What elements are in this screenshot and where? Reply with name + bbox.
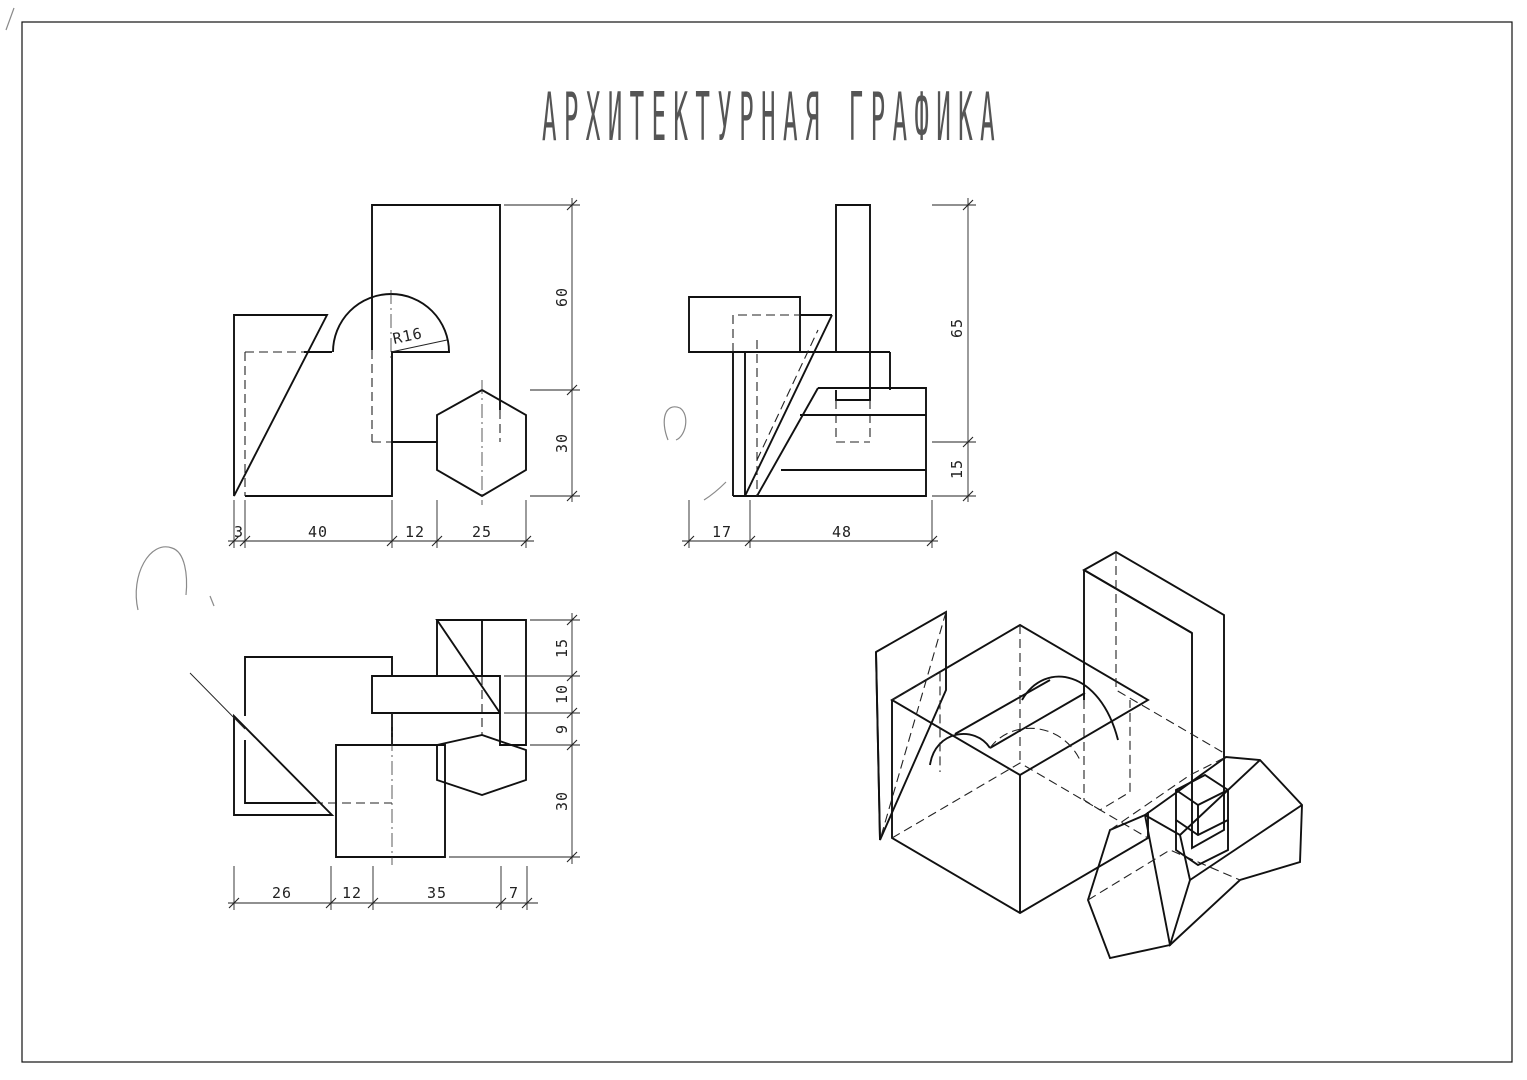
- top-main-box-hidden: [244, 760, 392, 804]
- top-hexagon: [436, 734, 527, 797]
- iso-triangle-edge: [875, 651, 881, 841]
- iso-arch-hidden: [989, 727, 1081, 761]
- front-dim-60: 60: [553, 287, 571, 307]
- iso-hex-front: [1086, 813, 1191, 960]
- front-dim-12: 12: [405, 523, 425, 541]
- iso-tall-front: [1082, 550, 1225, 850]
- top-dim-12: 12: [342, 884, 362, 902]
- side-plate-slope: [744, 314, 833, 497]
- side-diagonal: [756, 387, 819, 497]
- pencil-mark-left: [135, 546, 188, 611]
- iso-cube-hidden: [891, 762, 1149, 839]
- front-dim-40: 40: [308, 523, 328, 541]
- iso-triangle-hidden-2: [891, 671, 941, 772]
- top-triangle-plate: [233, 713, 335, 816]
- iso-slab-edge-2: [1175, 789, 1199, 806]
- top-square-block: [335, 744, 446, 858]
- front-hexagon: [436, 388, 527, 498]
- side-top-block: [688, 296, 801, 353]
- iso-tall-hidden-2: [1083, 700, 1131, 811]
- sheet-frame: [21, 21, 1513, 1063]
- iso-arch-back: [1021, 675, 1119, 741]
- top-dim-7: 7: [509, 884, 519, 902]
- sheet-title: АРХИТЕКТУРНАЯ ГРАФИКА: [542, 78, 1002, 156]
- top-dim-26: 26: [272, 884, 292, 902]
- side-plate-hidden: [732, 314, 800, 352]
- iso-slab: [1175, 773, 1229, 837]
- iso-cube-top: [890, 623, 1150, 777]
- side-ticks-h: [683, 535, 938, 547]
- side-plate-hidden-slope: [756, 329, 819, 461]
- iso-hex-hidden-2: [1087, 849, 1241, 901]
- top-dim-15: 15: [553, 638, 571, 658]
- front-dim-25: 25: [472, 523, 492, 541]
- front-radius-leader: [390, 339, 448, 353]
- side-ticks-v: [962, 199, 974, 502]
- top-ticks-h: [228, 897, 533, 909]
- pencil-marks: [5, 7, 727, 611]
- iso-hex-top: [1143, 756, 1303, 947]
- front-radius-label: R16: [391, 324, 424, 348]
- front-dim-3: 3: [234, 523, 244, 541]
- iso-hex-hidden: [1109, 756, 1227, 831]
- isometric-view: [875, 550, 1303, 960]
- front-ticks-v: [566, 199, 578, 502]
- top-main-box: [244, 656, 393, 716]
- front-ticks-h: [228, 535, 532, 547]
- top-view: 26 12 35 7 15 10 9 30: [189, 613, 580, 910]
- pencil-mark-side: [663, 406, 687, 441]
- pencil-mark-left-2: [209, 595, 215, 607]
- iso-arch-top-1: [954, 679, 1051, 735]
- iso-tall-edge: [1083, 569, 1193, 634]
- front-tall-prism: [371, 204, 501, 410]
- side-tall-prism: [835, 204, 871, 401]
- side-dim-17: 17: [712, 523, 732, 541]
- pencil-mark-side-2: [703, 481, 727, 501]
- front-triangle-plate: [233, 314, 329, 497]
- top-dim-35: 35: [427, 884, 447, 902]
- top-dim-9: 9: [553, 724, 571, 734]
- pencil-mark-corner: [5, 7, 15, 31]
- top-ticks-v: [566, 614, 578, 863]
- side-view: 17 48 65 15: [682, 198, 976, 548]
- top-dim-10: 10: [553, 684, 571, 704]
- side-dim-65: 65: [948, 318, 966, 338]
- iso-tall-hidden: [1115, 552, 1225, 754]
- iso-slab-lower: [1175, 820, 1229, 867]
- top-triangle-inner: [244, 740, 316, 804]
- front-view: R16 3 40 12 25: [228, 198, 580, 548]
- iso-hex-edge-1: [1179, 759, 1261, 836]
- top-slab: [371, 675, 501, 714]
- iso-arch-top-2: [989, 692, 1086, 749]
- iso-triangle-hidden: [879, 611, 947, 841]
- iso-slab-edge-3: [1197, 789, 1229, 806]
- side-dim-48: 48: [832, 523, 852, 541]
- front-main-box: [245, 351, 450, 497]
- top-triangle-leader: [189, 672, 246, 730]
- front-dim-30: 30: [553, 433, 571, 453]
- side-back-prism: [757, 387, 927, 497]
- iso-hex-edge-2: [1189, 804, 1303, 881]
- side-dim-15: 15: [948, 459, 966, 479]
- iso-arch-front: [929, 733, 991, 766]
- top-dim-30: 30: [553, 791, 571, 811]
